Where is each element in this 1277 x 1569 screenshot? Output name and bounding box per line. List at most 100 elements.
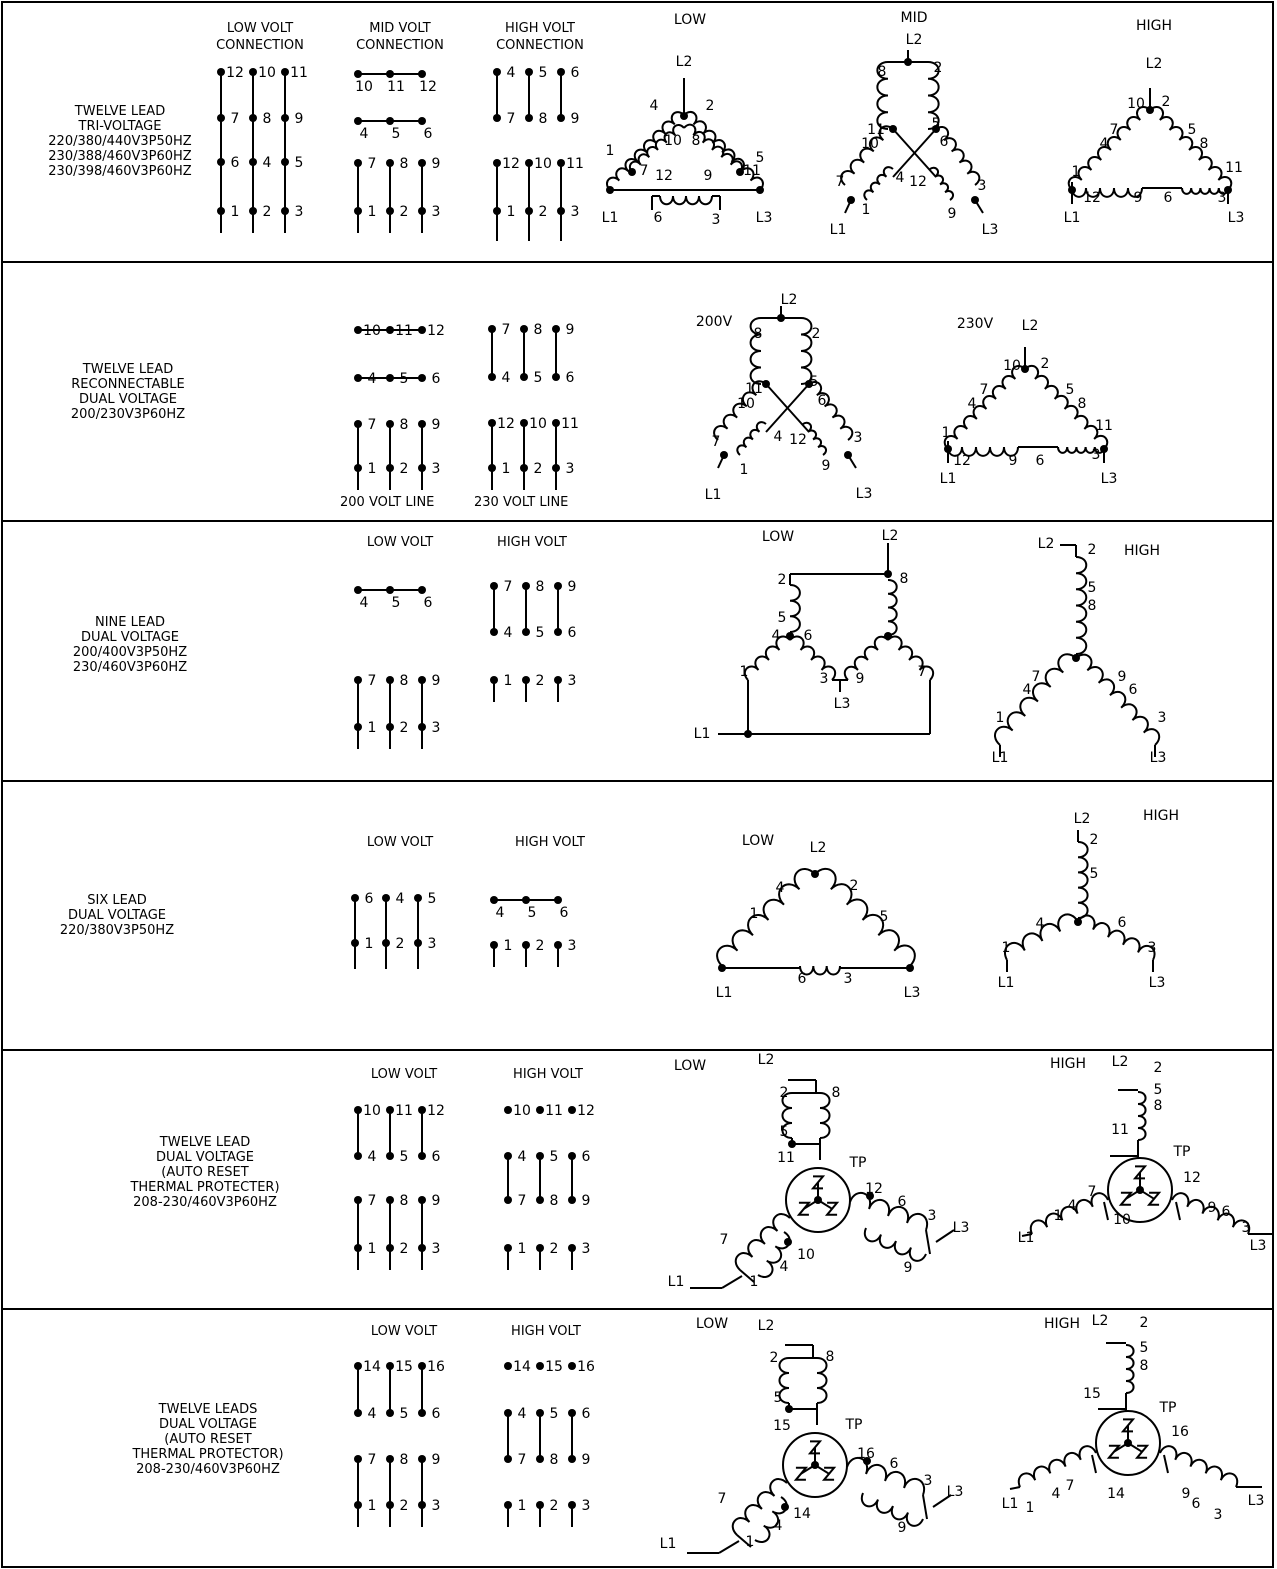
terminal-label: 11: [777, 1150, 795, 1166]
terminal-label: 2: [770, 1350, 779, 1366]
terminal-label: 10: [363, 1103, 381, 1119]
terminal-label: 12: [1183, 1170, 1201, 1186]
terminal-label: 11: [387, 79, 405, 95]
terminal-label: 4: [368, 1149, 377, 1165]
terminal-label: 16: [1171, 1424, 1189, 1440]
terminal-label: 2: [1088, 542, 1097, 558]
terminal-label: 2: [396, 936, 405, 952]
terminal-label: 2: [400, 204, 409, 220]
terminal-label: 7: [368, 1193, 377, 1209]
terminal-label: 16: [857, 1446, 875, 1462]
terminal-label: 8: [263, 111, 272, 127]
terminal-label: 4: [1100, 136, 1109, 152]
terminal-label: 8: [832, 1085, 841, 1101]
terminal-label: 3: [854, 430, 863, 446]
terminal-label: 4: [776, 880, 785, 896]
terminal-label: 10: [513, 1103, 531, 1119]
terminal-label: 12: [865, 1181, 883, 1197]
terminal-label: 8: [400, 156, 409, 172]
terminal-label: L3: [756, 210, 773, 226]
terminal-label: 1: [740, 462, 749, 478]
terminal-label: L1: [602, 210, 619, 226]
thermal-protector: [1107, 1157, 1173, 1223]
terminal-label: 5: [1140, 1340, 1149, 1356]
terminal-label: 8: [826, 1349, 835, 1365]
terminal-label: 2: [1140, 1315, 1149, 1331]
terminal-label: 6: [566, 370, 575, 386]
terminal-label: 3: [978, 178, 987, 194]
winding-coil: [716, 868, 816, 967]
winding-coil: [1004, 913, 1079, 961]
terminal-label: 2: [400, 1241, 409, 1257]
winding-coil: [876, 61, 889, 130]
terminal-label: 6: [582, 1149, 591, 1165]
terminal-label: 14: [1107, 1486, 1125, 1502]
terminal-label: 2: [812, 326, 821, 342]
terminal-label: 6: [1118, 915, 1127, 931]
terminal-label: 6: [571, 65, 580, 81]
winding-coil: [860, 1492, 924, 1527]
terminal-label: L1: [998, 975, 1015, 991]
terminal-label: 9: [948, 206, 957, 222]
terminal-label: L1: [694, 726, 711, 742]
terminal-label: 1: [231, 204, 240, 220]
winding-coil: [808, 381, 854, 441]
terminal-label: 9: [432, 1452, 441, 1468]
terminal-label: L2: [676, 54, 693, 70]
terminal-label: 7: [918, 664, 927, 680]
terminal-label: 3: [432, 1498, 441, 1514]
terminal-label: 1: [942, 425, 951, 441]
terminal-label: 5: [539, 65, 548, 81]
terminal-label: 4: [360, 595, 369, 611]
terminal-label: 4: [896, 170, 905, 186]
terminal-label: 3: [566, 461, 575, 477]
winding-coil: [814, 867, 916, 967]
winding-coil: [1017, 1445, 1097, 1488]
terminal-label: L2: [1112, 1054, 1129, 1070]
diagram-title: 200V: [696, 314, 733, 330]
terminal-label: 12: [427, 323, 445, 339]
terminal-label: 11: [566, 156, 584, 172]
terminal-label: 10: [861, 136, 879, 152]
terminal-label: 3: [568, 938, 577, 954]
winding-coil: [800, 317, 813, 385]
terminal-label: L3: [834, 696, 851, 712]
terminal-label: L3: [856, 486, 873, 502]
terminal-label: L3: [1149, 975, 1166, 991]
terminal-label: 7: [1032, 669, 1041, 685]
terminal-label: 3: [844, 971, 853, 987]
terminal-label: 5: [880, 909, 889, 925]
terminal-label: 4: [650, 98, 659, 114]
winding-coil: [1057, 446, 1105, 454]
terminal-label: 3: [928, 1208, 937, 1224]
terminal-label: 9: [1118, 669, 1127, 685]
terminal-label: 5: [1154, 1082, 1163, 1098]
terminal-label: 2: [400, 1498, 409, 1514]
winding-coil: [659, 195, 713, 206]
terminal-label: 1: [750, 1274, 759, 1290]
terminal-label: 6: [432, 1406, 441, 1422]
terminal-label: 5: [550, 1149, 559, 1165]
section-description: NINE LEAD DUAL VOLTAGE 200/400V3P50HZ 23…: [72, 615, 188, 675]
terminal-label: 1: [862, 202, 871, 218]
winding-coil: [1067, 105, 1151, 191]
terminal-label: 9: [432, 673, 441, 689]
terminal-label: L3: [904, 985, 921, 1001]
terminal-label: 1: [606, 143, 615, 159]
terminal-label: 3: [1214, 1507, 1223, 1523]
terminal-label: 1: [996, 710, 1005, 726]
terminal-label: L1: [940, 471, 957, 487]
terminal-label: 10: [529, 416, 547, 432]
terminal-label: 1: [507, 204, 516, 220]
terminal-label: 5: [528, 905, 537, 921]
terminal-label: 1: [368, 1498, 377, 1514]
